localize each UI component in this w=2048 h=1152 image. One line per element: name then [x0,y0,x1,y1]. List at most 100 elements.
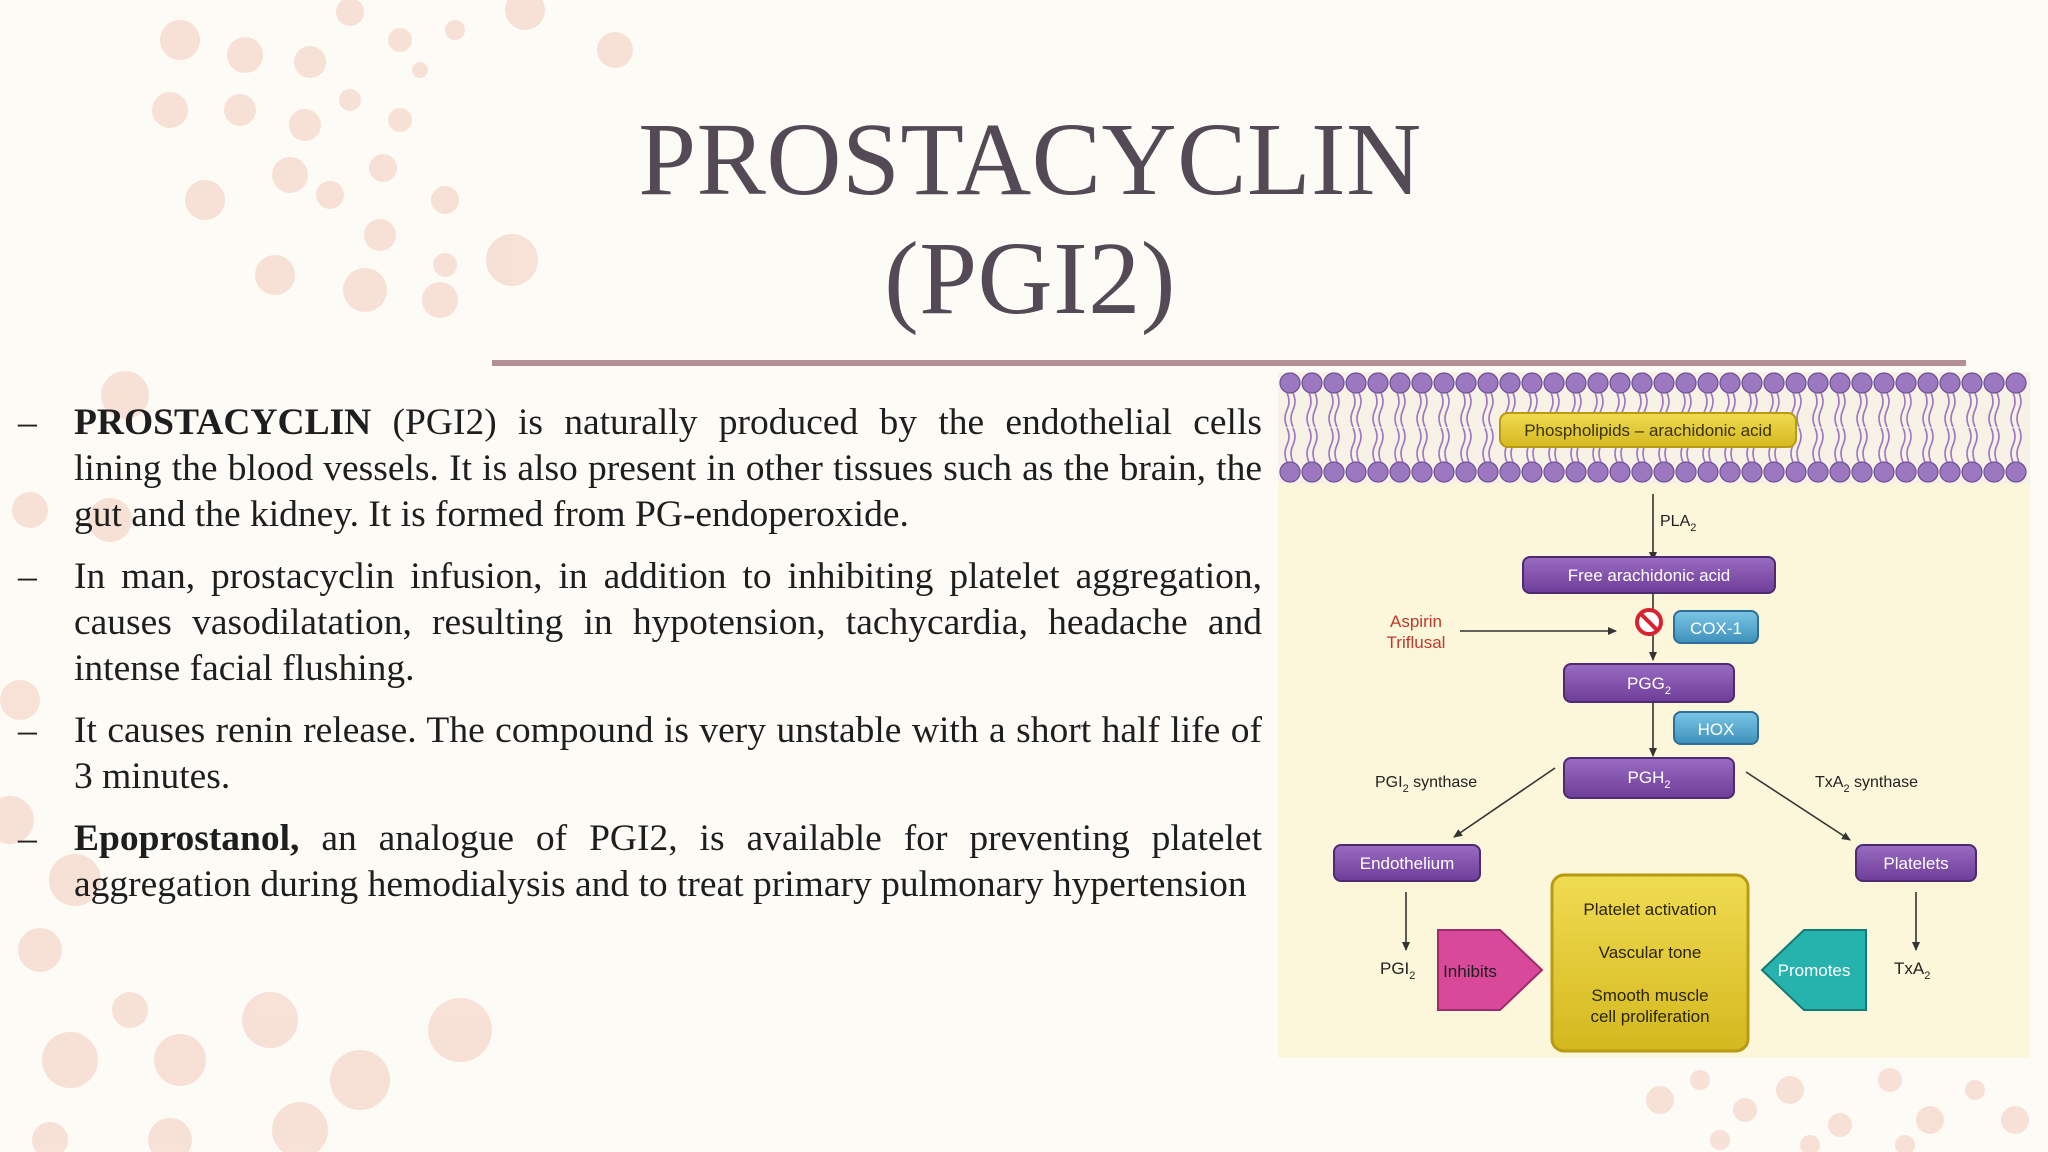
lipid-tail [1284,392,1290,428]
lipid-tail [1400,392,1406,428]
lipid-head [1543,461,1565,483]
platelets-box [1855,844,1977,882]
lipid-head [1895,372,1917,394]
lipid-head [1279,372,1301,394]
lipid-tail [1444,427,1450,463]
lipid-tail [1840,392,1846,428]
promotes-arrow-icon [1760,929,1867,1011]
lipid-tail [1856,427,1862,463]
bullet-dash: – [18,710,37,751]
txa2-synthase-label: TxA2 synthase [1815,774,1918,795]
lipid-head [1345,372,1367,394]
lipid-head [1983,372,2005,394]
pla2-label: PLA2 [1660,513,1696,534]
lipid-tail [1422,392,1428,428]
lipid-head [1389,461,1411,483]
endothelium-label: Endothelium [1360,854,1455,873]
lipid-head [1807,461,1829,483]
lipid-tail [1994,427,2000,463]
lipid-tail [1972,427,1978,463]
lipid-head [1719,461,1741,483]
lipid-head [1301,461,1323,483]
bullet-item: – It causes renin release. The compound … [18,708,1262,800]
lipid-tail [1334,427,1340,463]
phospholipids-box [1499,412,1797,448]
lipid-head [1411,461,1433,483]
lipid-tail [1328,427,1334,463]
lipid-tail [1906,427,1912,463]
lipid-head [1697,372,1719,394]
lipid-tail [1312,392,1318,428]
effect-cell-proliferation: cell proliferation [1590,1007,1709,1026]
lipid-tail [1972,392,1978,428]
lipid-tail [1460,392,1466,428]
bullet-item: – PROSTACYCLIN (PGI2) is naturally produ… [18,400,1262,538]
lipid-head [1565,461,1587,483]
lipid-head [1609,461,1631,483]
lipid-head [1323,372,1345,394]
lipid-head [1675,372,1697,394]
lipid-head [1851,372,1873,394]
lipid-tail [1834,392,1840,428]
inhibits-arrow-icon [1437,929,1544,1011]
lipid-head [1389,372,1411,394]
lipid-head [1763,461,1785,483]
bullet-dash: – [18,556,37,597]
lipid-head [1741,461,1763,483]
aspirin-label: Aspirin [1390,612,1442,631]
lipid-tail [1482,427,1488,463]
lipid-tail [1812,392,1818,428]
lipid-tail [1994,392,2000,428]
lipid-head [1851,461,1873,483]
pgh2-box [1563,757,1735,799]
slide-title: PROSTACYCLIN (PGI2) [638,102,1422,336]
lipid-head [1367,372,1389,394]
lipid-tail [1922,392,1928,428]
lipid-tail [1378,427,1384,463]
lipid-tail [1356,427,1362,463]
lipid-tail [1900,392,1906,428]
lipid-tail [1416,392,1422,428]
pgi2-synthase-label: PGI2 synthase [1375,774,1477,795]
lipid-head [1829,461,1851,483]
lipid-head [1455,372,1477,394]
lipid-head [1917,372,1939,394]
lipid-head [1741,372,1763,394]
lipid-head [1697,461,1719,483]
bullet-list: – PROSTACYCLIN (PGI2) is naturally produ… [18,400,1262,924]
lipid-tail [1372,427,1378,463]
lipid-head [1279,461,1301,483]
lipid-tail [1950,392,1956,428]
pgg2-label: PGG2 [1627,674,1671,697]
lipid-head [1807,372,1829,394]
lipid-head [1565,372,1587,394]
lipid-head [1653,372,1675,394]
lipid-head [1961,461,1983,483]
hox-box [1673,711,1759,745]
effect-smooth-muscle: Smooth muscle [1591,986,1708,1005]
arrow-to-platelets [1745,771,1851,841]
lipid-head [1587,372,1609,394]
lipid-tail [1416,427,1422,463]
lipid-head [1785,461,1807,483]
lipid-tail [1796,427,1802,463]
lipid-head [1499,372,1521,394]
lipid-tail [1862,392,1868,428]
lipid-tail [1944,427,1950,463]
cox1-box [1673,610,1759,644]
lipid-tail [1818,427,1824,463]
lipid-tail [1988,392,1994,428]
lipid-head [1301,372,1323,394]
lipid-tail [1928,392,1934,428]
lipid-head [1653,461,1675,483]
pgh2-label: PGH2 [1628,768,1671,791]
lipid-tail [1834,427,1840,463]
lipid-tail [1862,427,1868,463]
lipid-head [1873,372,1895,394]
effects-box [1550,873,1750,1053]
bullet-dash: – [18,402,37,443]
lipid-tail [1840,427,1846,463]
lipid-tail [1438,427,1444,463]
bullet-item: – Epoprostanol, an analogue of PGI2, is … [18,816,1262,908]
